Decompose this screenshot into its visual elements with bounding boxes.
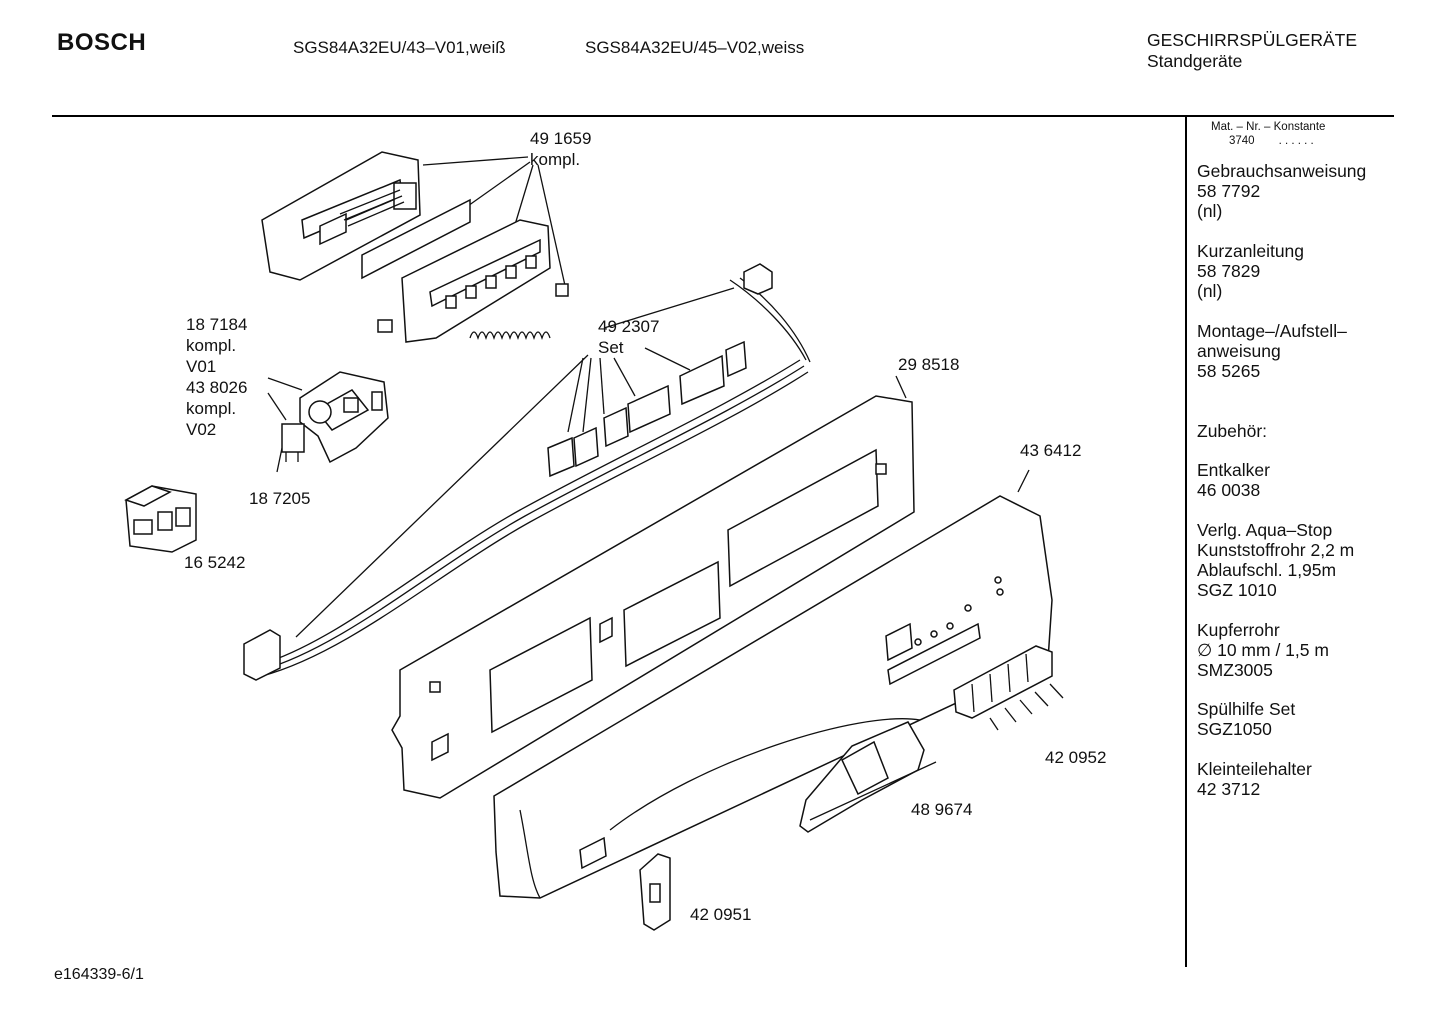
sidebar-line: 46 0038 [1197,480,1261,500]
control-module-491659 [261,151,569,343]
label-part-187184: 18 7184 kompl. V01 43 8026 kompl. V02 [186,315,248,439]
label-part-420952: 42 0952 [1045,748,1107,767]
sidebar-line: (nl) [1197,281,1223,301]
sidebar-item-quick-guide: Kurzanleitung 58 7829 (nl) [1197,241,1304,301]
sidebar-line: Zubehör: [1197,421,1268,441]
sidebar-item-copper-pipe: Kupferrohr ∅ 10 mm / 1,5 m SMZ3005 [1197,620,1329,680]
switch-165242 [124,485,197,553]
sidebar-line: Gebrauchsanweisung [1197,161,1367,181]
sidebar-line: Verlg. Aqua–Stop [1197,520,1333,540]
sidebar-line: Spülhilfe Set [1197,699,1296,719]
sidebar-line: SMZ3005 [1197,660,1273,680]
cable-harness-492307 [243,263,811,681]
sidebar-item-descaler: Entkalker 46 0038 [1197,460,1270,500]
label-part-436412: 43 6412 [1020,441,1082,460]
sidebar-item-aqua-stop: Verlg. Aqua–Stop Kunststoffrohr 2,2 m Ab… [1197,520,1354,600]
document-code: e164339-6/1 [54,966,144,983]
label-part-298518: 29 8518 [898,355,960,374]
capacitor-187205 [281,423,305,462]
sidebar-item-small-parts-holder: Kleinteilehalter 42 3712 [1197,759,1312,799]
latch-420951 [639,853,671,931]
sidebar-divider [1185,116,1187,967]
sidebar-line: Kunststoffrohr 2,2 m [1197,540,1355,560]
label-part-492307: 49 2307 Set [598,317,660,357]
sidebar-item-rinse-aid-set: Spülhilfe Set SGZ1050 [1197,699,1295,739]
sidebar-line: 58 5265 [1197,361,1261,381]
sidebar-line: anweisung [1197,341,1281,361]
exploded-view-drawing [124,151,1064,931]
sidebar-line: Kupferrohr [1197,620,1280,640]
front-fascia-436412 [493,495,1053,899]
push-buttons-420952 [953,645,1053,719]
label-part-420951: 42 0951 [690,905,752,924]
model-number-v02: SGS84A32EU/45–V02,weiss [585,38,805,57]
sidebar-heading-accessories: Zubehör: [1197,421,1267,441]
sidebar-line: Entkalker [1197,460,1270,480]
label-part-187205: 18 7205 [249,489,311,508]
label-part-491659: 49 1659 kompl. [530,129,592,169]
category-subtitle: Standgeräte [1147,51,1243,71]
sidebar-line: Kurzanleitung [1197,241,1305,261]
material-constant-label: Mat. – Nr. – Konstante [1211,121,1326,133]
header-divider [52,115,1394,117]
door-lock-187184 [299,371,389,464]
sidebar-line: 58 7829 [1197,261,1261,281]
sidebar-line: Ablaufschl. 1,95m [1197,560,1337,580]
model-number-v01: SGS84A32EU/43–V01,weiß [293,38,506,57]
material-constant: Mat. – Nr. – Konstante 3740. . . . . . [1211,120,1325,148]
door-handle-489674 [799,721,937,833]
sidebar-line: (nl) [1197,201,1223,221]
connector-pins [445,255,537,309]
sidebar-line: 42 3712 [1197,779,1261,799]
sidebar-line: SGZ1050 [1197,719,1272,739]
label-part-489674: 48 9674 [911,800,973,819]
category-title: GESCHIRRSPÜLGERÄTE [1147,30,1358,50]
leader-lines [267,156,1064,731]
panel-frame-298518 [391,395,915,799]
sidebar-line: SGZ 1010 [1197,580,1277,600]
label-part-165242: 16 5242 [184,553,246,572]
sidebar-item-installation-guide: Montage–/Aufstell– anweisung 58 5265 [1197,321,1347,381]
product-category: GESCHIRRSPÜLGERÄTE Standgeräte [1147,30,1357,72]
sidebar-line: Kleinteilehalter [1197,759,1312,779]
sidebar-item-user-manual: Gebrauchsanweisung 58 7792 (nl) [1197,161,1366,221]
material-constant-value: 3740. . . . . . [1229,135,1314,147]
sidebar-line: ∅ 10 mm / 1,5 m [1197,640,1329,660]
sidebar-line: Montage–/Aufstell– [1197,321,1347,341]
sidebar-line: 58 7792 [1197,181,1261,201]
brand-logo: BOSCH [57,29,147,56]
